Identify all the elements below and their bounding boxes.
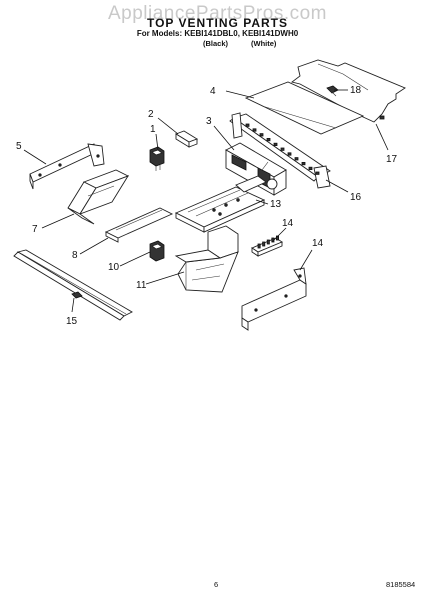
part-13-long-rail [13,249,133,321]
callout-5: 1 [150,124,156,135]
callout-13: 15 [66,316,78,327]
leader-lines [23,89,389,313]
part-14-left-bracket [29,143,105,190]
watermark: AppliancePartsPros.com [107,3,328,24]
part-10-switch [149,240,165,262]
callout-8: 11 [136,280,147,291]
part-15-vent-rail [229,112,331,189]
part-7-base-tray [174,175,267,233]
part-11-terminal-block [251,235,283,257]
callout-11: 14 [282,218,294,229]
callout-3: 3 [206,116,212,127]
color-white-label: (White) [251,39,277,48]
callout-15: 16 [350,192,362,203]
callout-1: 8 [72,250,78,261]
part-number: 8185584 [386,580,416,589]
part-2-duct [67,169,130,225]
callout-2: 7 [32,224,38,235]
callout-18: 4 [210,86,216,97]
callout-4: 2 [148,109,154,120]
part-1-plate [104,207,174,243]
callout-14-upper: 5 [16,141,22,152]
page-number: 6 [214,580,219,589]
color-black-label: (Black) [203,39,229,48]
callout-17: 18 [350,85,362,96]
part-8-large-duct [174,225,239,293]
callout-16: 17 [386,154,398,165]
part-4-small-bar [174,130,199,148]
part-18-sheet [244,81,365,135]
callout-7: 13 [270,199,282,210]
models-line: For Models: KEBI141DBL0, KEBI141DWH0 [136,29,299,38]
part-5-switch [149,146,165,171]
callout-10: 10 [108,262,120,273]
part-14-right-bracket [241,267,307,331]
callout-numbers: 1 2 3 4 5 7 8 10 11 13 14 14 15 16 17 18 [16,85,398,327]
part-16-top-panel [290,59,406,123]
diagram-title: TOP VENTING PARTS [146,16,289,30]
callout-14-lower: 14 [312,238,324,249]
